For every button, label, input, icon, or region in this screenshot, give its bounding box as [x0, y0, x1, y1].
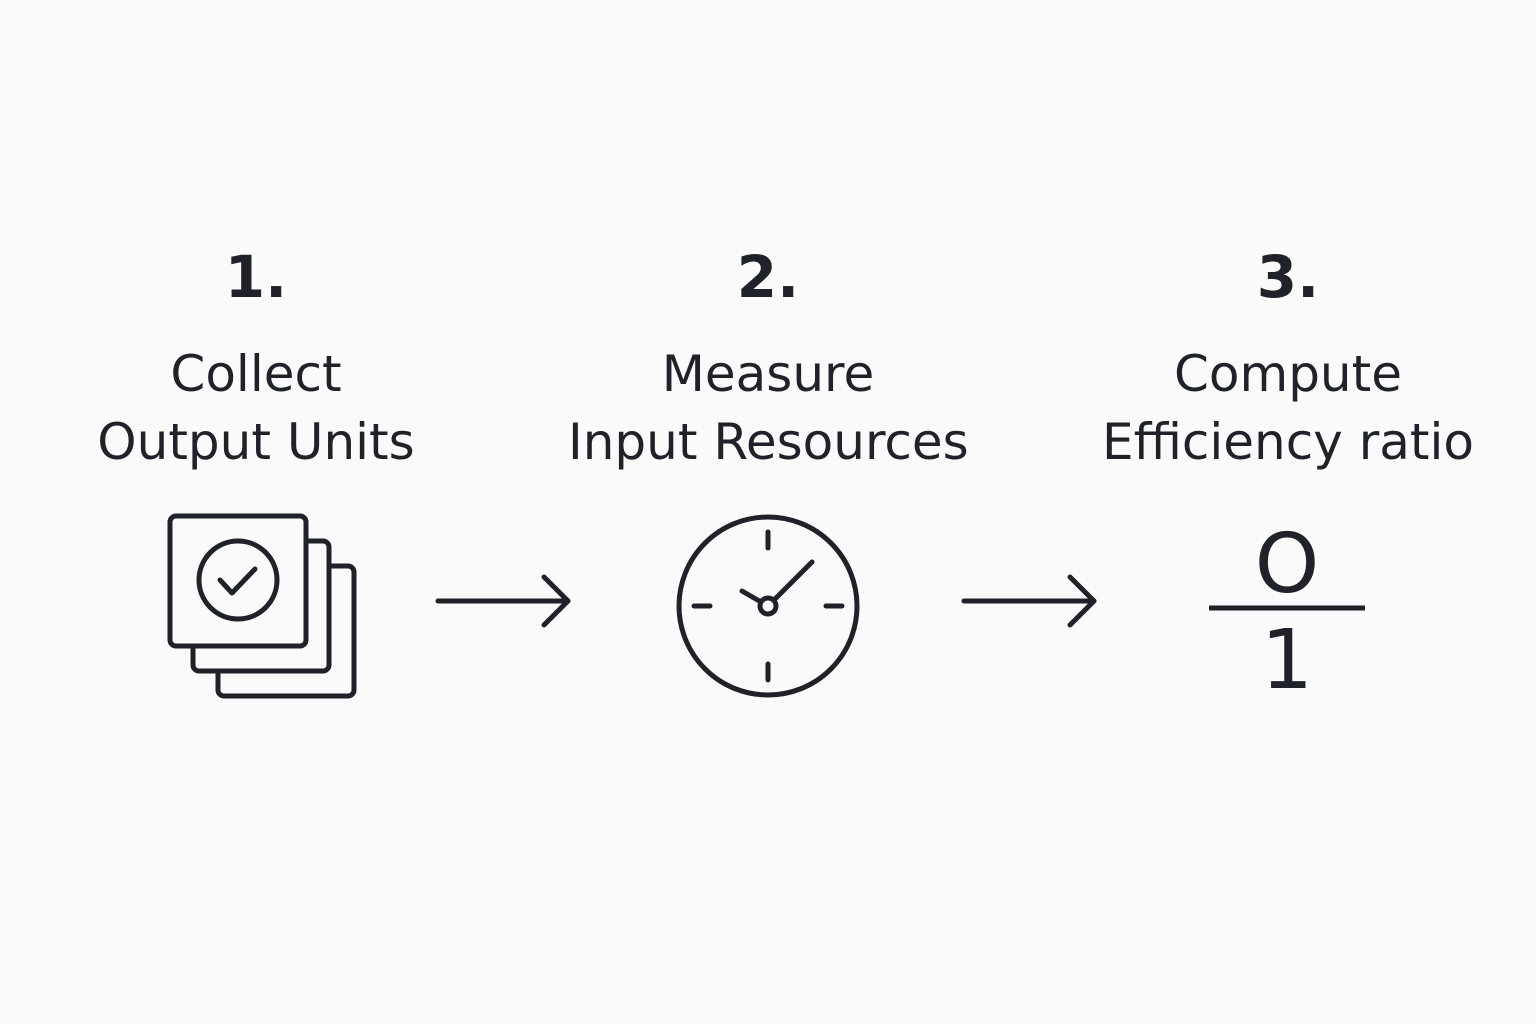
stacked-check-cards-icon	[167, 513, 357, 699]
step-title-line-1: Collect	[170, 345, 342, 403]
step-title: Measure Input Resources	[568, 340, 969, 476]
fraction-numerator: O	[1255, 517, 1320, 612]
step-title: Collect Output Units	[56, 340, 456, 476]
arrow-right-icon	[435, 574, 571, 628]
step-number: 1.	[224, 243, 288, 311]
step-number: 3.	[1256, 243, 1320, 311]
step-title-line-2: Efficiency ratio	[1101, 413, 1475, 471]
fraction-icon: O 1	[1209, 517, 1365, 708]
step-number: 2.	[736, 243, 800, 311]
step-title-line-1: Compute	[1173, 345, 1402, 403]
step-measure-input-resources: 2. Measure Input Resources	[568, 0, 969, 1024]
step-compute-efficiency-ratio: 3. Compute Efficiency ratio	[1088, 0, 1488, 1024]
step-title-line-2: Input Resources	[568, 413, 969, 471]
step-title-line-2: Output Units	[97, 413, 415, 471]
step-title-line-1: Measure	[661, 345, 875, 403]
step-collect-output-units: 1. Collect Output Units	[56, 0, 456, 1024]
clock-icon	[676, 514, 860, 698]
step-title: Compute Efficiency ratio	[1088, 340, 1488, 476]
arrow-right-icon	[961, 574, 1097, 628]
fraction-denominator: 1	[1261, 613, 1313, 708]
